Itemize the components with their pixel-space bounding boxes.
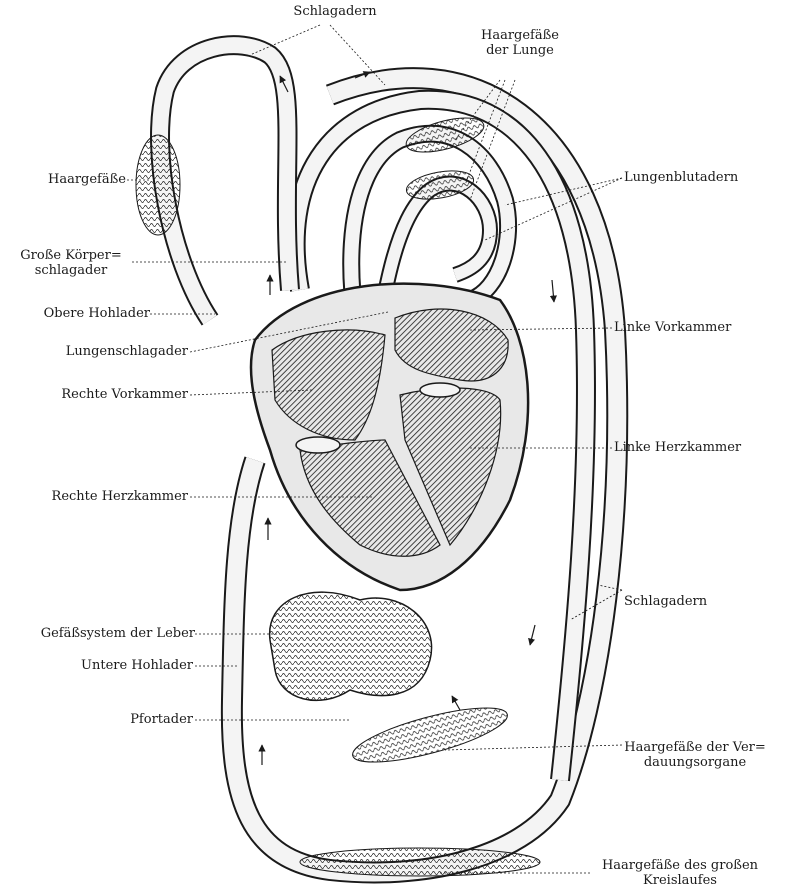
label-linke-herzkammer: Linke Herzkammer	[614, 440, 741, 455]
label-haargefaesse-verdauung: Haargefäße der Ver= dauungsorgane	[620, 740, 770, 770]
label-untere-hohlader: Untere Hohlader	[20, 658, 193, 673]
label-linke-vorkammer: Linke Vorkammer	[614, 320, 731, 335]
upper-body-loop	[136, 45, 290, 320]
label-rechte-vorkammer: Rechte Vorkammer	[20, 387, 188, 402]
label-haargefaesse: Haargefäße	[20, 172, 126, 187]
label-rechte-herzkammer: Rechte Herzkammer	[20, 489, 188, 504]
lower-body-capillaries	[300, 848, 540, 876]
digestive-capillaries	[348, 697, 512, 773]
label-lungenblutadern: Lungenblutadern	[624, 170, 738, 185]
label-grosse-koerperschlagader: Große Körper= schlagader	[14, 248, 128, 278]
label-haargefaesse-lunge: Haargefäße der Lunge	[470, 28, 570, 58]
label-schlagadern-right: Schlagadern	[624, 594, 707, 609]
label-schlagadern-top: Schlagadern	[290, 4, 380, 19]
label-obere-hohlader: Obere Hohlader	[10, 306, 150, 321]
label-gefaesssystem-leber: Gefäßsystem der Leber	[5, 626, 195, 641]
liver	[270, 592, 432, 700]
label-lungenschlagader: Lungenschlagader	[20, 344, 188, 359]
label-pfortader: Pfortader	[20, 712, 193, 727]
label-haargefaesse-kreislauf: Haargefäße des großen Kreislaufes	[590, 858, 770, 888]
